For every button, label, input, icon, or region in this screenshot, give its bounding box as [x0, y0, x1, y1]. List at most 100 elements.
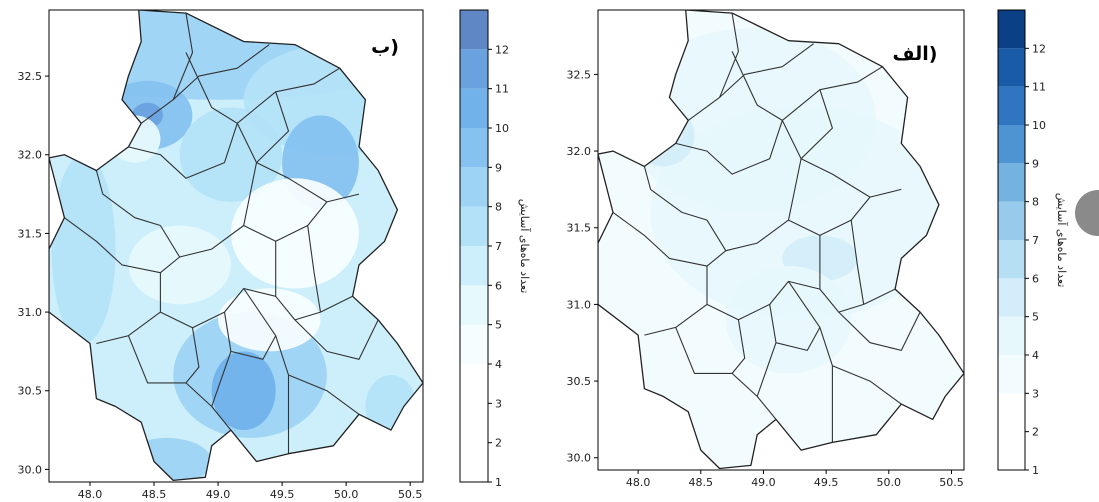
colorbar-segment — [460, 49, 488, 89]
colorbar-segment — [998, 393, 1025, 432]
colorbar-tick-label: 10 — [495, 122, 509, 135]
colorbar-segment — [460, 364, 488, 404]
y-tick-label: 30.0 — [18, 463, 43, 476]
x-tick-label: 50.0 — [334, 488, 359, 501]
x-tick-label: 50.5 — [939, 476, 964, 489]
county-border — [256, 91, 290, 163]
y-tick-label: 32.5 — [567, 68, 592, 81]
x-tick-label: 48.5 — [689, 476, 714, 489]
county-border — [243, 201, 328, 242]
county-border — [236, 67, 340, 124]
colorbar-segment — [460, 403, 488, 443]
contour-zone — [230, 178, 359, 289]
county-border — [850, 220, 865, 305]
y-tick-label: 31.5 — [567, 222, 592, 235]
colorbar-tick-label: 6 — [495, 279, 502, 292]
colorbar-segment — [460, 128, 488, 168]
colorbar-tick-label: 2 — [1032, 426, 1039, 439]
county-border — [230, 335, 277, 360]
county-border — [236, 123, 360, 203]
colorbar-segment — [998, 48, 1025, 87]
x-tick-label: 50.0 — [877, 476, 902, 489]
colorbar-segment — [998, 125, 1025, 164]
county-border — [140, 44, 270, 124]
county-borders-b — [49, 10, 423, 482]
county-border — [128, 123, 238, 179]
county-border — [731, 51, 783, 121]
x-tick-label: 48.5 — [142, 488, 167, 501]
county-border — [687, 43, 814, 121]
colorbar-segment — [998, 86, 1025, 125]
colorbar-tick-label: 4 — [495, 358, 502, 371]
colorbar-tick-label: 3 — [495, 397, 502, 410]
county-border — [800, 89, 833, 160]
colorbar-tick-label: 11 — [495, 83, 509, 96]
y-tick-label: 31.0 — [18, 306, 43, 319]
colorbar-segment — [998, 240, 1025, 279]
colorbar-tick-label: 7 — [1032, 234, 1039, 247]
colorbar-tick-label: 1 — [1032, 464, 1039, 477]
colorbar-tick-label: 2 — [495, 437, 502, 450]
colorbar-segment — [460, 167, 488, 207]
colorbar-tick-label: 8 — [495, 201, 502, 214]
colorbar-tick-label: 6 — [1032, 272, 1039, 285]
province-outline — [49, 10, 423, 482]
x-tick-label: 49.0 — [751, 476, 776, 489]
county-border — [706, 266, 821, 321]
county-border — [675, 120, 783, 175]
contour-zone — [128, 225, 231, 305]
colorbar-tick-label: 8 — [1032, 196, 1039, 209]
colorbar-tick-label: 9 — [1032, 157, 1039, 170]
county-border — [95, 170, 161, 227]
y-tick-label: 30.5 — [567, 375, 592, 388]
contour-fill-alef — [598, 10, 964, 469]
y-tick-label: 32.5 — [18, 70, 43, 83]
county-border — [159, 162, 258, 258]
county-border — [781, 120, 902, 198]
county-border — [706, 158, 802, 252]
county-border — [612, 211, 727, 267]
y-tick-label: 31.5 — [18, 227, 43, 240]
county-border — [307, 225, 322, 313]
colorbar-tick-label: 1 — [495, 476, 502, 489]
x-tick-label: 49.0 — [206, 488, 231, 501]
contour-zone — [211, 351, 276, 431]
county-border — [288, 374, 360, 415]
county-border — [832, 365, 902, 405]
county-border — [64, 217, 180, 274]
county-border — [775, 327, 821, 351]
colorbar-tick-label: 7 — [495, 240, 502, 253]
county-border — [719, 13, 739, 98]
y-tick-label: 30.5 — [18, 385, 43, 398]
y-tick-label: 32.0 — [567, 145, 592, 158]
colorbar-segment — [998, 431, 1025, 470]
x-tick-label: 48.0 — [626, 476, 651, 489]
y-axis-b: 30.0 30.5 31.0 31.5 32.0 32.5 — [18, 70, 49, 476]
county-border — [185, 327, 200, 384]
colorbar-tick-label: 5 — [1032, 311, 1039, 324]
colorbar-segment — [460, 88, 488, 128]
colorbar-tick-label: 9 — [495, 161, 502, 174]
x-tick-label: 50.5 — [398, 488, 423, 501]
province-outline — [598, 10, 964, 470]
y-tick-label: 30.0 — [567, 452, 592, 465]
colorbar-segment — [998, 10, 1025, 49]
y-tick-label: 32.0 — [18, 149, 43, 162]
county-border — [185, 52, 238, 124]
colorbar-tick-label: 3 — [1032, 387, 1039, 400]
county-border — [788, 196, 871, 236]
contour-zone — [51, 154, 116, 344]
x-tick-label: 49.5 — [270, 488, 295, 501]
colorbar-tick-label: 12 — [495, 43, 509, 56]
y-tick-label: 31.0 — [567, 298, 592, 311]
county-border — [172, 13, 194, 100]
panel-label-alef: الف) — [893, 43, 938, 65]
colorbar-segment — [998, 316, 1025, 355]
contour-zone — [218, 288, 321, 352]
county-border — [643, 166, 708, 221]
contour-zone — [725, 266, 852, 374]
